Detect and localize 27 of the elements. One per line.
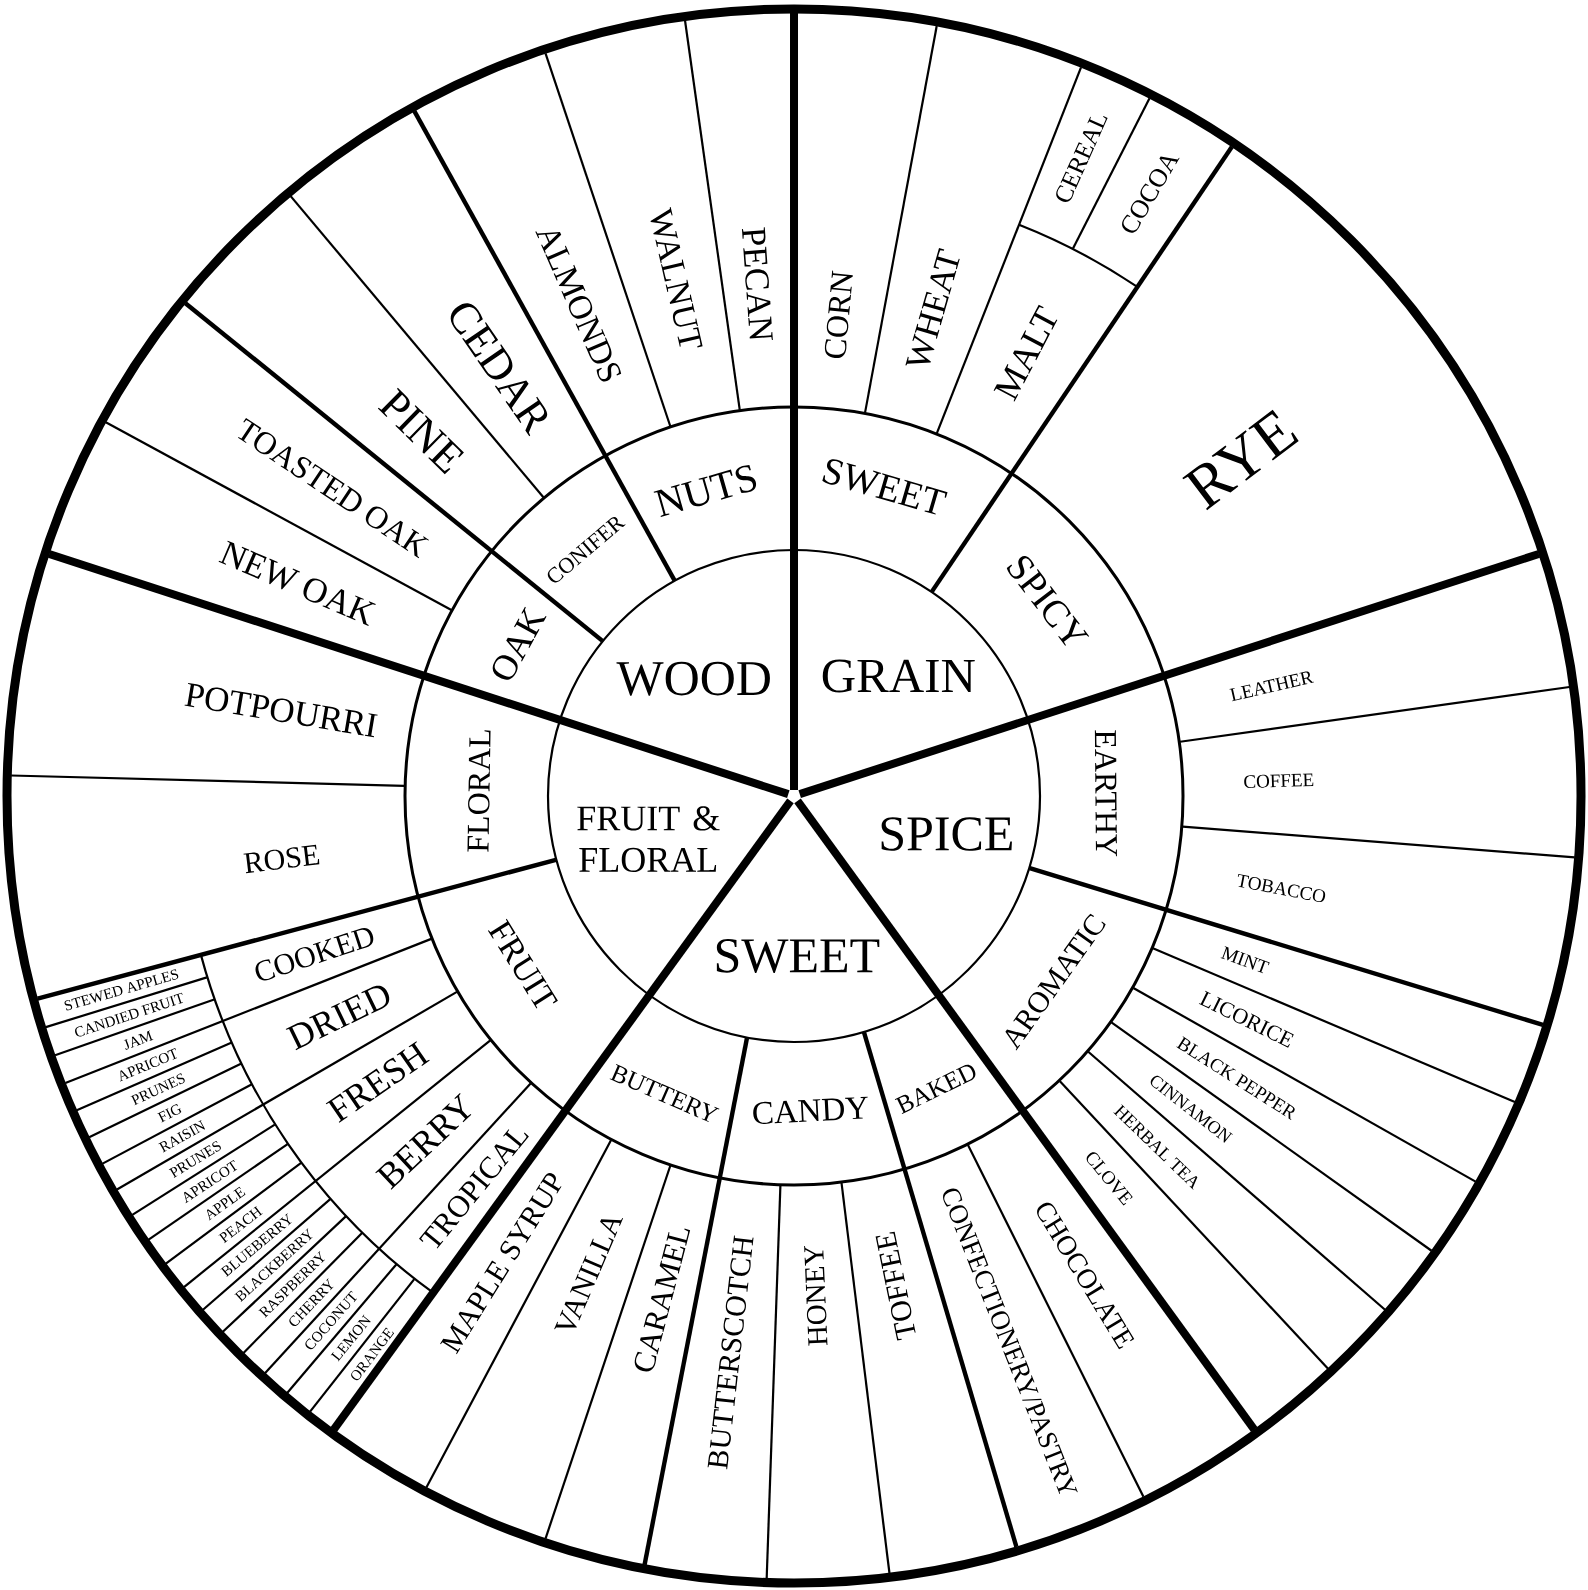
flavor-label: PECAN: [741, 227, 773, 340]
category-label: SPICE: [881, 817, 1012, 851]
subcategory-label: CANDY: [753, 1096, 868, 1125]
flavor-label: NEW OAK: [218, 540, 376, 626]
subcategory-label: OAK: [492, 606, 547, 680]
flavor-label: HONEY: [804, 1245, 828, 1346]
flavor-label: RYE: [1182, 409, 1299, 511]
flavor-label: WHEAT: [905, 248, 960, 366]
category-label: SWEET: [716, 939, 880, 973]
flavor-label: TOBACCO: [1237, 874, 1326, 903]
flavor-label: POTPOURRI: [184, 682, 378, 738]
flavor-label: TOFFEE: [875, 1231, 916, 1341]
flavor-label: COFFEE: [1244, 773, 1314, 789]
flavor-label: CORN: [824, 270, 853, 359]
subcategory-label: FLORAL: [467, 730, 491, 852]
category-label: GRAIN: [822, 659, 975, 693]
subcategory-label: SWEET: [822, 459, 948, 515]
flavor-label: MINT: [1220, 946, 1270, 974]
subcategory-label: EARTHY: [1094, 730, 1117, 857]
category-label: FRUIT & FLORAL: [577, 806, 720, 872]
category-label: WOOD: [616, 661, 770, 696]
flavor-label: FIG: [157, 1104, 182, 1123]
flavor-label: WALNUT: [650, 206, 703, 348]
flavor-label: ROSE: [243, 844, 320, 874]
subcategory-label: NUTS: [653, 464, 757, 517]
flavor-label: BUTTERSCOTCH: [707, 1235, 754, 1470]
flavor-label: LEATHER: [1229, 671, 1314, 702]
